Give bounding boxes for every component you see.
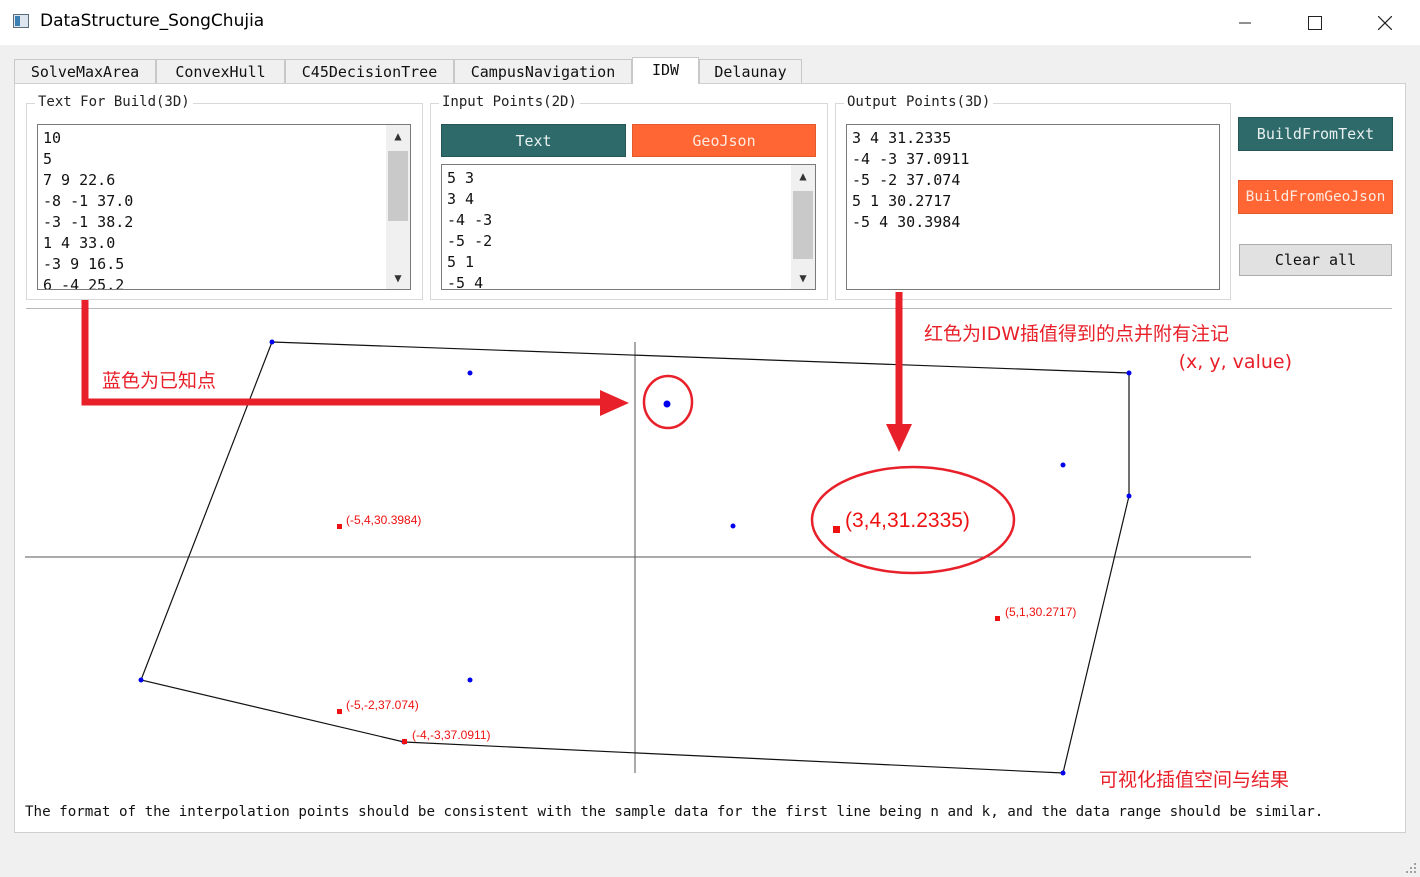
input-group-title: Input Points(2D) — [439, 94, 580, 110]
maximize-icon[interactable] — [1280, 0, 1350, 45]
point-label: (-4,-3,37.0911) — [412, 728, 491, 742]
known-point — [138, 677, 144, 683]
interpolated-point — [337, 709, 342, 714]
build-text-area[interactable]: 10 5 7 9 22.6 -8 -1 37.0 -3 -1 38.2 1 4 … — [37, 124, 411, 290]
known-point — [730, 523, 736, 529]
close-icon[interactable] — [1350, 0, 1420, 45]
known-point — [269, 339, 275, 345]
app-icon — [13, 14, 29, 28]
scroll-down-icon[interactable]: ▼ — [394, 270, 402, 285]
interpolated-point-circle — [810, 465, 1016, 575]
interpolated-points — [337, 524, 1000, 744]
window-title: DataStructure_SongChujia — [40, 11, 265, 31]
known-point — [1060, 462, 1066, 468]
input-scrollbar[interactable]: ▲ ▼ — [791, 165, 815, 289]
known-point — [663, 400, 671, 408]
input-text-lines: 5 3 3 4 -4 -3 -5 -2 5 1 -5 4 — [447, 169, 493, 290]
tab-c45decisiontree[interactable]: C45DecisionTree — [285, 59, 454, 83]
format-note: The format of the interpolation points s… — [25, 804, 1324, 820]
interpolated-point — [833, 526, 840, 533]
known-point-circle — [642, 374, 694, 430]
tab-idw[interactable]: IDW — [632, 57, 699, 84]
known-point — [1126, 493, 1132, 499]
known-point — [467, 370, 473, 376]
annotation-overlay: 蓝色为已知点 红色为IDW插值得到的点并附有注记 (x, y, value) 可… — [81, 292, 1292, 791]
known-point — [1060, 770, 1066, 776]
output-text-lines: 3 4 31.2335 -4 -3 37.0911 -5 -2 37.074 5… — [852, 129, 970, 231]
minimize-icon[interactable] — [1210, 0, 1280, 45]
visual-note-text: 可视化插值空间与结果 — [1099, 769, 1289, 791]
red-note-text: 红色为IDW插值得到的点并附有注记 — [924, 323, 1229, 345]
separator-line — [26, 308, 1392, 309]
build-from-text-button[interactable]: BuildFromText — [1238, 117, 1393, 151]
tab-solvemaxarea[interactable]: SolveMaxArea — [14, 59, 156, 83]
output-group-title: Output Points(3D) — [844, 94, 994, 110]
known-point — [467, 677, 473, 683]
interpolated-point — [995, 616, 1000, 621]
scroll-up-icon[interactable]: ▲ — [799, 168, 807, 183]
red-note-subtext: (x, y, value) — [1179, 351, 1292, 373]
point-label: (5,1,30.2717) — [1005, 605, 1076, 619]
point-label: (-5,-2,37.074) — [346, 698, 419, 712]
tab-delaunay[interactable]: Delaunay — [699, 59, 802, 83]
scroll-down-icon[interactable]: ▼ — [799, 270, 807, 285]
build-from-geojson-button[interactable]: BuildFromGeoJson — [1238, 180, 1393, 214]
build-text-lines: 10 5 7 9 22.6 -8 -1 37.0 -3 -1 38.2 1 4 … — [43, 129, 134, 290]
blue-note-arrow — [81, 300, 604, 406]
arrow-head-icon — [886, 424, 912, 452]
interpolated-point — [337, 524, 342, 529]
arrow-head-icon — [600, 390, 629, 416]
scroll-up-icon[interactable]: ▲ — [394, 128, 402, 143]
interpolated-labels: (3,4,31.2335) (-4,-3,37.0911) (-5,-2,37.… — [346, 509, 1076, 742]
output-points-area[interactable]: 3 4 31.2335 -4 -3 37.0911 -5 -2 37.074 5… — [846, 124, 1220, 290]
build-scrollbar[interactable]: ▲ ▼ — [386, 125, 410, 289]
output-points-group: Output Points(3D) — [835, 94, 1231, 300]
interpolated-point — [402, 739, 407, 744]
known-point — [1126, 370, 1132, 376]
input-points-group: Input Points(2D) — [430, 94, 828, 300]
tab-convexhull[interactable]: ConvexHull — [156, 59, 285, 83]
scroll-thumb[interactable] — [388, 151, 408, 221]
title-bar: DataStructure_SongChujia — [0, 0, 1420, 45]
point-label: (3,4,31.2335) — [845, 509, 970, 532]
clear-all-button[interactable]: Clear all — [1239, 244, 1392, 276]
blue-note-text: 蓝色为已知点 — [102, 370, 216, 392]
geojson-button[interactable]: GeoJson — [632, 124, 816, 157]
resize-grip-icon[interactable] — [1405, 862, 1417, 874]
build-group-title: Text For Build(3D) — [35, 94, 193, 110]
build-text-group: Text For Build(3D) — [26, 94, 423, 300]
tab-campusnavigation[interactable]: CampusNavigation — [454, 59, 632, 83]
input-points-area[interactable]: 5 3 3 4 -4 -3 -5 -2 5 1 -5 4 ▲ ▼ — [441, 164, 816, 290]
scroll-thumb[interactable] — [793, 191, 813, 259]
text-button[interactable]: Text — [441, 124, 626, 157]
point-label: (-5,4,30.3984) — [346, 513, 421, 527]
